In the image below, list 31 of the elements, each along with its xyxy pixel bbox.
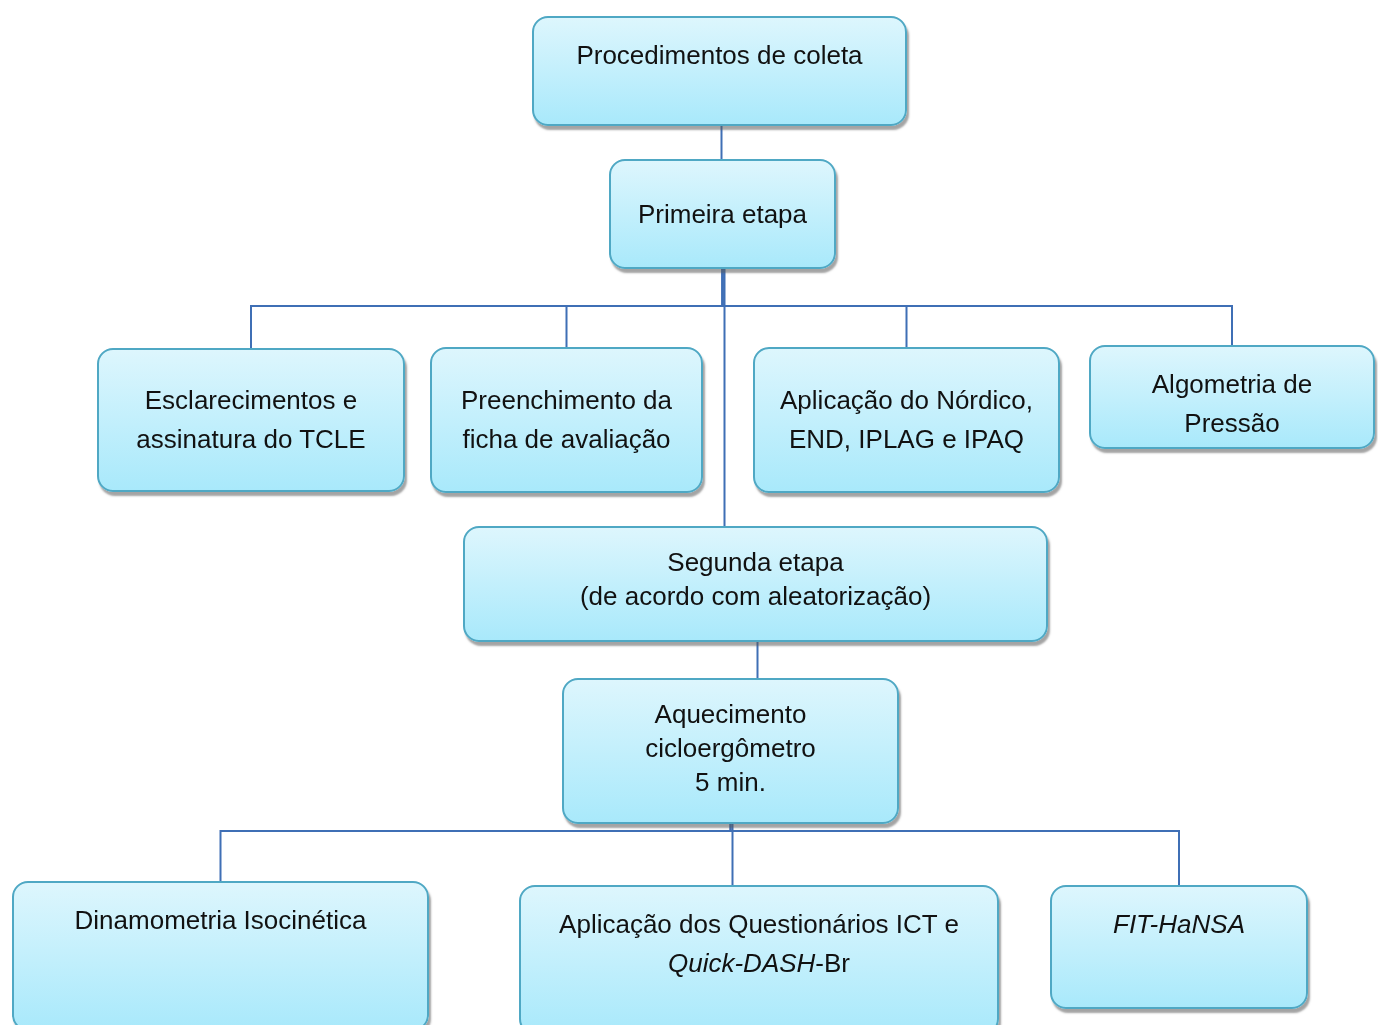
process-box xyxy=(753,347,1060,493)
connector-line xyxy=(723,268,726,527)
box-text: Dinamometria Isocinética xyxy=(74,904,367,937)
box-text: FIT-HaNSA xyxy=(1113,908,1245,941)
process-box xyxy=(1089,345,1375,449)
process-box xyxy=(609,159,836,269)
process-box xyxy=(463,526,1048,642)
box-text: Preenchimento da ficha de avaliação xyxy=(460,384,673,456)
connector-line xyxy=(721,268,1233,346)
connector-line xyxy=(756,641,759,679)
box-text: (de acordo com aleatorização) xyxy=(579,579,932,613)
process-box xyxy=(532,16,907,126)
connector-line xyxy=(720,125,723,160)
process-box xyxy=(519,885,999,1025)
box-text: Aplicação do Nórdico, END, IPLAG e IPAQ xyxy=(779,384,1034,456)
connector-line xyxy=(731,823,734,886)
box-text: Segunda etapa xyxy=(667,546,844,579)
box-text: 5 min. xyxy=(695,765,766,799)
process-box xyxy=(1050,885,1308,1009)
box-text: Procedimentos de coleta xyxy=(576,39,863,72)
process-box xyxy=(562,678,899,824)
box-text: Aquecimento xyxy=(654,698,807,731)
box-text: cicloergômetro xyxy=(645,731,816,765)
process-box xyxy=(430,347,703,493)
box-text: Algometria de Pressão xyxy=(1150,368,1314,440)
box-text: Aplicação dos Questionários ICT e Quick-DASH-Br xyxy=(558,908,960,980)
box-text: Primeira etapa xyxy=(637,197,808,231)
process-box xyxy=(12,881,429,1025)
box-text: Esclarecimentos e assinatura do TCLE xyxy=(135,384,367,456)
connector-line xyxy=(729,823,1180,886)
process-box xyxy=(97,348,405,492)
